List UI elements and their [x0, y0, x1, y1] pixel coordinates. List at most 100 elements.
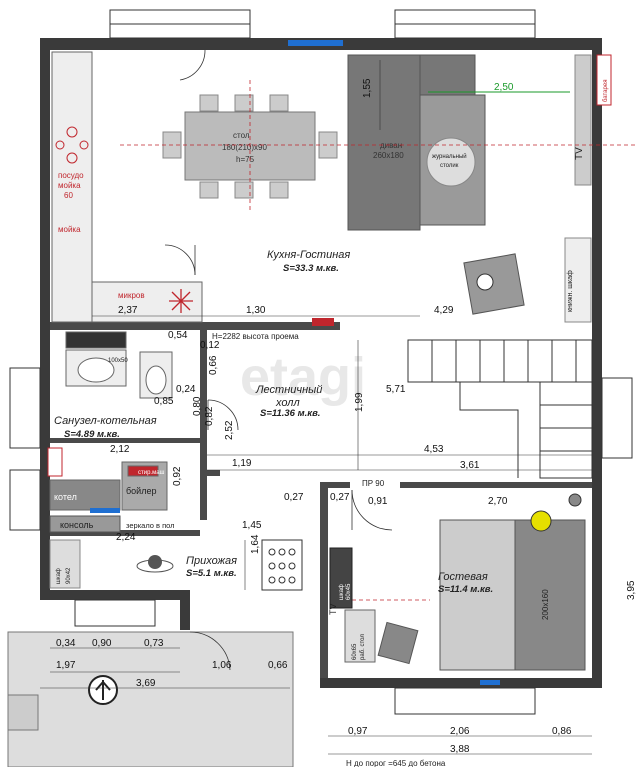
dim-3-95: 3,95	[626, 580, 637, 600]
tv-label: TV	[574, 147, 585, 160]
dim-0-54: 0,54	[168, 330, 188, 341]
dim-2-12: 2,12	[110, 444, 130, 455]
entrance-area: S=5.1 м.кв.	[186, 568, 237, 579]
coffee-table	[426, 137, 476, 187]
dim-4-53: 4,53	[424, 444, 444, 455]
windows	[9, 9, 633, 715]
dim-1-45: 1,45	[242, 520, 262, 531]
dim-0-34: 0,34	[56, 638, 76, 649]
microwave-label: микров	[118, 291, 145, 300]
wardrobe-small-label-2: 90х42	[66, 567, 72, 584]
dim-0-73: 0,73	[144, 638, 164, 649]
dim-0-12: 0,12	[200, 340, 220, 351]
dim-1-64: 1,64	[250, 534, 261, 554]
tv2-label: TV	[328, 603, 338, 615]
inner-walls	[50, 322, 592, 678]
bookcase-label: книжн. шкаф	[567, 270, 574, 312]
desk-label-1: 60х65	[352, 643, 358, 660]
bathroom-fixtures	[65, 331, 173, 399]
staircase	[407, 339, 593, 479]
dishwasher-label-3: 60	[64, 191, 73, 200]
wardrobe-label-2: 60х45	[346, 583, 352, 600]
coffee-table-label-2: столик	[440, 163, 459, 169]
dim-3-69: 3,69	[136, 678, 156, 689]
dim-0-85: 0,85	[154, 396, 174, 407]
console-label: консоль	[60, 520, 94, 530]
dim-1-06: 1,06	[212, 660, 232, 671]
sofa-label-2: 260х180	[373, 151, 404, 160]
sink-label: мойка	[58, 225, 81, 234]
heater-label: батарея	[603, 80, 609, 102]
guest-name: Гостевая	[438, 571, 488, 583]
stove-icon	[169, 289, 193, 313]
box-label: 100х50	[108, 358, 128, 364]
boiler-label: бойлер	[126, 486, 156, 496]
table-label-2: 180(210)х90	[222, 143, 267, 152]
bath-boiler-name: Санузел-котельная	[54, 415, 157, 427]
dim-2-52: 2,52	[224, 420, 235, 440]
console	[49, 515, 121, 533]
heater	[596, 54, 612, 106]
dim-1-55: 1,55	[362, 78, 373, 98]
dim-0-82: 0,82	[204, 406, 215, 426]
dim-0-97: 0,97	[348, 726, 368, 737]
dim-0-24: 0,24	[176, 384, 196, 395]
dim-3-61: 3,61	[460, 460, 480, 471]
desk	[344, 609, 376, 663]
dim-0-66: 0,66	[208, 355, 219, 375]
floor-note: Н до порог =645 до бетона	[346, 759, 446, 767]
entry-arrow-icon	[88, 675, 118, 705]
dim-0-66b: 0,66	[268, 660, 288, 671]
wash-machine-label: стир.маш	[138, 470, 165, 476]
kitchen-living-area: S=33.3 м.кв.	[283, 263, 339, 274]
dishwasher-label-2: мойка	[58, 181, 81, 190]
red-marker	[312, 318, 334, 326]
table-label-1: стол	[233, 131, 250, 140]
dim-4-29: 4,29	[434, 305, 454, 316]
desk-chair	[377, 621, 419, 665]
dim-1-30: 1,30	[246, 305, 266, 316]
lamp2-icon	[568, 493, 582, 507]
dim-1-97: 1,97	[56, 660, 76, 671]
bed	[439, 519, 586, 671]
dim-2-06: 2,06	[450, 726, 470, 737]
armchair	[463, 253, 525, 315]
person-icon	[136, 555, 174, 573]
bath-boiler-area: S=4.89 м.кв.	[64, 429, 120, 440]
shoe-rack	[261, 539, 303, 591]
bath-heater	[47, 447, 63, 477]
pr90-label: ПР 90	[362, 479, 385, 488]
doors	[164, 49, 393, 671]
boiler-area	[49, 461, 168, 511]
dim-2-24: 2,24	[116, 532, 136, 543]
kitchen-living-name: Кухня-Гостиная	[267, 249, 350, 261]
opening-note: Н=2282 высота проема	[212, 332, 299, 341]
sofa-label-1: диван	[380, 141, 402, 150]
dim-2-50: 2,50	[494, 82, 514, 93]
dim-2-70: 2,70	[488, 496, 508, 507]
guide-lines	[120, 80, 637, 601]
dimension-lines	[40, 60, 592, 755]
dim-0-80: 0,80	[192, 396, 203, 416]
tv-stand	[574, 54, 592, 186]
wardrobe-label-1: шкаф	[339, 584, 345, 600]
bed-label: 200х160	[541, 589, 550, 620]
dim-0-92: 0,92	[172, 466, 183, 486]
boiler-heater-label: котел	[54, 492, 77, 502]
stair-hall-name-2: холл	[275, 397, 300, 409]
dim-0-86: 0,86	[552, 726, 572, 737]
desk-label-2: раб. стол	[360, 634, 366, 660]
stair-hall-area: S=11.36 м.кв.	[260, 408, 320, 419]
dim-0-90: 0,90	[92, 638, 112, 649]
dim-0-27b: 0,27	[330, 492, 350, 503]
stair-hall-name-1: Лестничный	[255, 384, 322, 396]
table-label-3: h=75	[236, 155, 255, 164]
dishwasher-label-1: посудо	[58, 171, 84, 180]
lamp-icon	[530, 510, 552, 532]
wardrobe-small	[49, 539, 81, 589]
dim-1-19: 1,19	[232, 458, 252, 469]
mirror-label: зеркало в пол	[126, 521, 175, 530]
kitchen-counter	[51, 51, 203, 323]
wardrobe-small-label-1: шкаф	[56, 568, 62, 584]
